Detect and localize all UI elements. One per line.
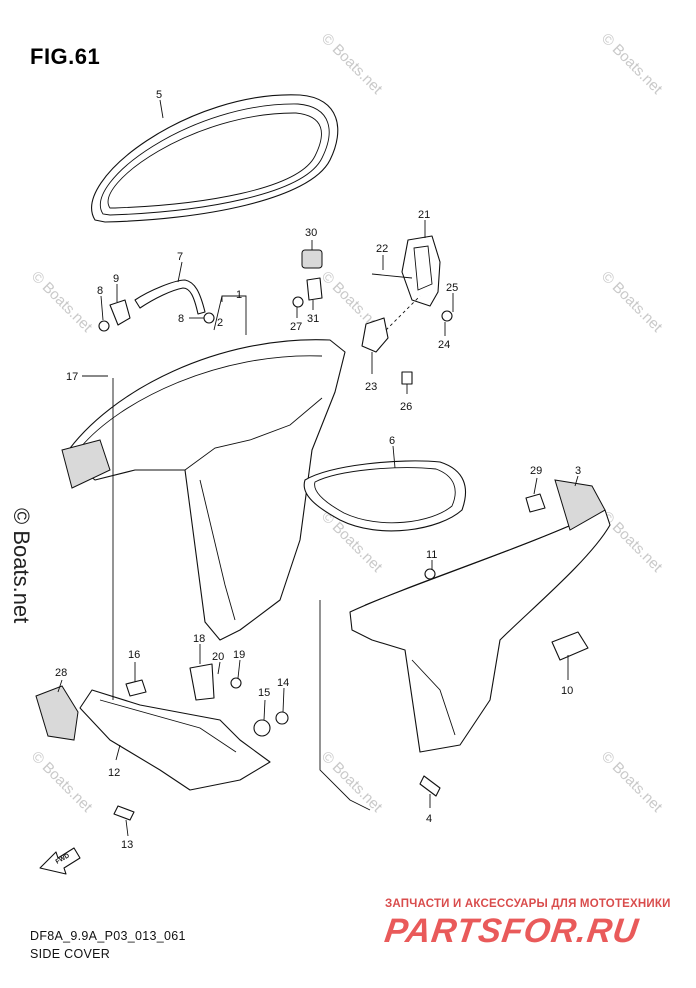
nut-part-27 <box>292 296 304 308</box>
hose-part-7 <box>134 279 206 315</box>
callout-11: 11 <box>426 549 437 561</box>
screw-part-11 <box>424 568 436 580</box>
callout-9: 9 <box>113 273 119 285</box>
callout-29: 29 <box>530 465 542 477</box>
callout-8b: 8 <box>178 313 184 325</box>
callout-1: 1 <box>236 289 242 301</box>
callout-24: 24 <box>438 339 450 351</box>
seal-part-5 <box>91 94 339 223</box>
fwd-arrow-icon: FWD <box>39 847 81 875</box>
grommet-part-14 <box>275 711 289 725</box>
latch-part-21 <box>401 235 441 307</box>
callout-4: 4 <box>426 813 432 825</box>
callout-30: 30 <box>305 227 317 239</box>
clamp-part-9 <box>109 299 131 326</box>
pad-part-28 <box>35 685 79 741</box>
nut-part-8 <box>98 320 110 332</box>
gasket-part-6 <box>303 460 466 532</box>
nut-part-8b <box>203 312 215 324</box>
callout-13: 13 <box>121 839 133 851</box>
bracket-part-18 <box>189 663 215 701</box>
callout-22: 22 <box>376 243 388 255</box>
side-cover-part-1 <box>61 339 346 641</box>
leader-lines <box>57 99 579 837</box>
callout-27: 27 <box>290 321 302 333</box>
clip-part-16 <box>125 679 147 697</box>
callout-31: 31 <box>307 313 319 325</box>
callout-21: 21 <box>418 209 430 221</box>
lower-cover-part-12 <box>79 689 271 791</box>
callout-5: 5 <box>156 89 162 101</box>
callout-18: 18 <box>193 633 205 645</box>
bracket-part-23 <box>361 317 389 353</box>
callout-12: 12 <box>108 767 120 779</box>
callout-15: 15 <box>258 687 270 699</box>
callout-28: 28 <box>55 667 67 679</box>
screw-part-19 <box>230 677 242 689</box>
side-cover-part-3 <box>349 479 611 753</box>
washer-part-24 <box>441 310 453 322</box>
callout-19: 19 <box>233 649 245 661</box>
brand-logo: PARTSFOR.RU <box>382 912 642 950</box>
figure-code: DF8A_9.9A_P03_013_061 <box>30 929 186 943</box>
callout-20: 20 <box>212 651 224 663</box>
brand-subtitle: ЗАПЧАСТИ И АКСЕССУАРЫ ДЛЯ МОТОТЕХНИКИ <box>385 898 671 910</box>
callout-23: 23 <box>365 381 377 393</box>
callout-10: 10 <box>561 685 573 697</box>
callout-2: 2 <box>217 317 223 329</box>
callout-6: 6 <box>389 435 395 447</box>
callout-3: 3 <box>575 465 581 477</box>
callout-17: 17 <box>66 371 78 383</box>
callout-8: 8 <box>97 285 103 297</box>
bolt-part-4 <box>419 775 441 797</box>
callout-25: 25 <box>446 282 458 294</box>
plug-part-10 <box>551 631 589 661</box>
figure-title: FIG.61 <box>30 44 101 69</box>
clip-part-31 <box>306 277 323 301</box>
cap-part-30 <box>301 249 323 269</box>
bolt-part-26 <box>401 371 413 385</box>
callout-7: 7 <box>177 251 183 263</box>
callout-16: 16 <box>128 649 140 661</box>
callout-numbers: 1 2 3 4 5 6 7 8 8 9 10 11 12 13 14 15 16… <box>55 89 581 851</box>
callout-14: 14 <box>277 677 289 689</box>
figure-name: SIDE COVER <box>30 947 111 961</box>
bolt-part-13 <box>113 805 135 821</box>
grommet-part-15 <box>253 719 271 737</box>
callout-26: 26 <box>400 401 412 413</box>
cap-part-29 <box>525 493 546 513</box>
